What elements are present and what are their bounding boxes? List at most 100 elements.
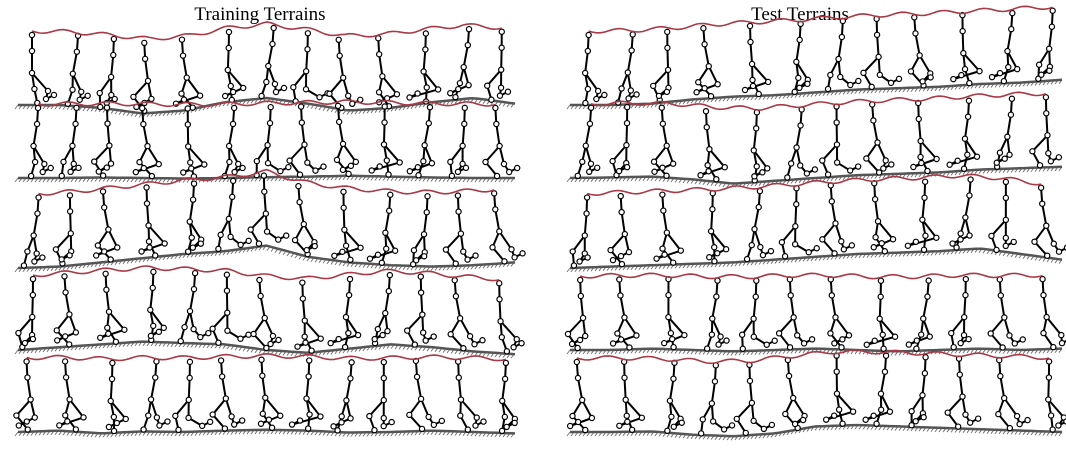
skeleton-bone [15,398,32,417]
skeleton-joint [447,331,454,338]
skeleton-joint [218,373,226,380]
skeleton-bone [147,224,166,245]
skeleton-joint [1049,426,1056,433]
skeleton-joint [933,155,940,163]
skeleton-bone [662,209,668,234]
skeleton-joint [105,308,113,315]
skeleton-joint [792,223,799,230]
skeleton-joint [1039,275,1046,283]
skeleton-joint [270,24,277,32]
skeleton-joint [768,421,776,429]
skeleton-joint [256,276,263,284]
skeleton-joint [29,275,37,283]
skeleton-bone [711,317,722,338]
skeleton-joint [1045,358,1053,365]
skeleton-joint [380,374,387,382]
skeleton-joint [215,339,222,346]
skeleton-bone [624,398,643,419]
skeleton-joint [386,271,394,279]
skeleton-joint [267,340,274,348]
skeleton-bone [999,375,1006,400]
walker-pose [824,17,862,93]
skeleton-joint [833,368,840,375]
skeleton-joint [875,53,882,61]
walker-pose [650,104,677,179]
skeleton-joint [452,260,459,267]
skeleton-bone [342,142,357,163]
skeleton-joint [140,426,147,433]
skeleton-bone [188,198,195,223]
training-terrains-title: Training Terrains [194,4,326,25]
skeleton-joint [927,74,934,81]
skeleton-bone [55,313,71,332]
skeleton-joint [920,414,927,421]
skeleton-bone [211,397,227,416]
skeleton-joint [661,251,668,258]
skeleton-joint [304,46,311,53]
skeleton-joint [791,241,799,248]
skeleton-joint [791,88,798,96]
skeleton-joint [711,258,718,265]
skeleton-bone [914,32,921,57]
skeleton-joint [944,409,951,416]
walker-pose [609,276,640,351]
skeleton-joint [697,430,705,437]
skeleton-joint [1002,216,1010,224]
walker-pose [288,357,324,432]
skeleton-joint [787,292,794,299]
skeleton-bone [795,60,809,81]
skeleton-joint [749,76,756,84]
skeleton-joint [1006,332,1013,339]
skeleton-joint [29,335,37,343]
walker-pose [1035,7,1056,82]
skeleton-joint [152,374,159,381]
skeleton-joint [988,73,996,81]
terrain-strip [566,173,1066,273]
skeleton-bone [705,126,711,151]
skeleton-joint [366,412,373,420]
skeleton-joint [110,35,118,43]
skeleton-joint [626,344,633,351]
skeleton-joint [110,413,118,421]
skeleton-joint [828,198,836,205]
skeleton-joint [755,90,762,98]
skeleton-joint [226,158,233,166]
skeleton-joint [681,331,688,339]
skeleton-joint [234,160,242,168]
skeleton-joint [505,168,513,176]
skeleton-joint [513,336,520,343]
skeleton-joint [701,85,708,92]
walker-pose [489,190,526,265]
skeleton-joint [66,192,74,199]
skeleton-bone [707,65,719,86]
skeleton-joint [379,73,386,80]
skeleton-joint [342,313,350,321]
skeleton-joint [849,408,857,415]
skeleton-joint [660,207,667,214]
ground-hatch [14,431,19,437]
skeleton-joint [870,117,877,124]
skeleton-joint [609,340,617,347]
skeleton-bone [1048,25,1053,50]
skeleton-joint [473,414,480,421]
skeleton-joint [743,255,751,263]
skeleton-joint [191,269,199,277]
skeleton-joint [155,160,162,168]
skeleton-bone [384,290,390,315]
skeleton-bone [910,394,924,413]
walker-pose [784,106,819,181]
skeleton-bone [567,317,585,335]
walker-pose [482,104,521,180]
skeleton-joint [705,167,712,175]
skeleton-joint [1013,412,1021,420]
skeleton-joint [237,335,244,342]
walker-pose [184,180,205,255]
skeleton-joint [257,420,265,427]
skeleton-joint [960,49,967,57]
skeleton-joint [1031,238,1038,245]
skeleton-joint [651,168,658,175]
skeleton-joint [1019,336,1026,343]
skeleton-joint [965,97,973,104]
skeleton-joint [138,104,146,112]
skeleton-joint [493,172,501,180]
